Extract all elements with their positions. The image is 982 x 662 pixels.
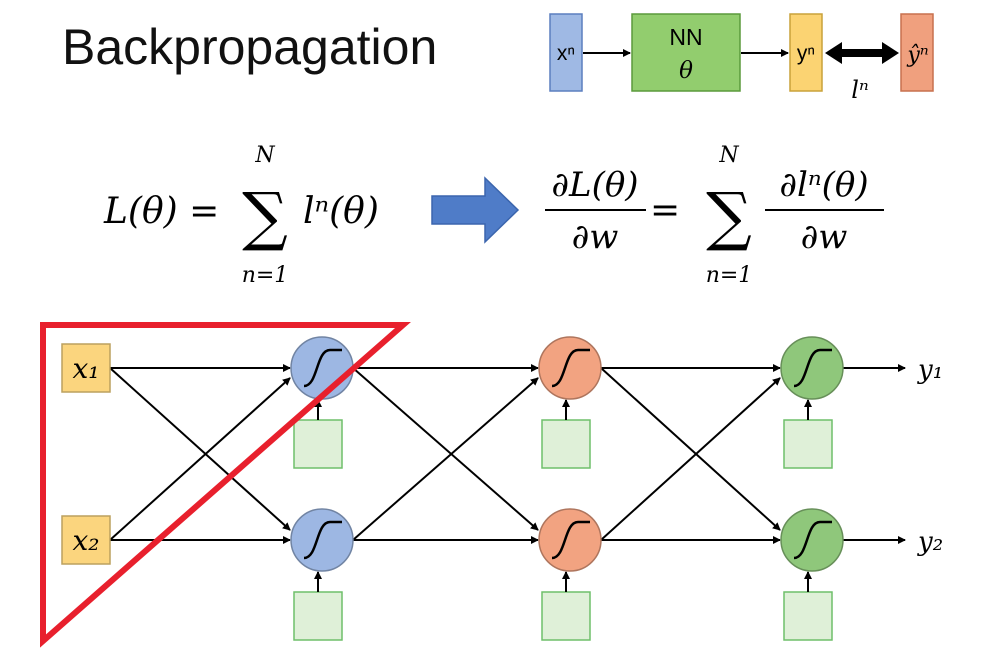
sigmoid-icon [303, 520, 342, 560]
output-box [789, 13, 823, 92]
edge-layer2-to-layer3 [600, 367, 781, 531]
input-node-label: x₁ [72, 352, 99, 385]
target-label: ŷⁿ [906, 43, 928, 68]
loss-double-arrow [825, 42, 899, 64]
grad-term-denominator: ∂w [801, 217, 848, 257]
neuron-layer1 [290, 508, 354, 572]
gradient-equation: ∂L(θ) ∂w = N ∑ n=1 ∂lⁿ(θ) ∂w [545, 143, 884, 288]
grad-denominator: ∂w [572, 217, 619, 257]
neuron-layer3 [780, 508, 844, 572]
grad-equals: = [650, 190, 680, 231]
sigmoid-icon [551, 348, 590, 388]
bias-box [541, 591, 591, 641]
loss-equation: L(θ) = N ∑ n=1 lⁿ(θ) [103, 143, 379, 288]
edge-layer1-to-layer2 [352, 377, 539, 541]
target-box [900, 13, 934, 92]
input-label: xⁿ [557, 42, 575, 65]
neuron-layer1 [290, 336, 354, 400]
page-title: Backpropagation [62, 19, 438, 75]
edge-layer2-to-layer3 [600, 377, 781, 541]
bias-box [783, 419, 833, 469]
grad-numerator: ∂L(θ) [551, 165, 638, 205]
neuron-layer2 [538, 508, 602, 572]
sigmoid-icon [793, 520, 832, 560]
input-box [549, 13, 583, 92]
loss-term: lⁿ(θ) [303, 191, 379, 232]
input-node-box [61, 515, 111, 565]
bias-box [293, 419, 343, 469]
network-nodes: x₁ x₂ y₁ y₂ [61, 336, 943, 641]
sum-upper-limit: N [254, 143, 275, 168]
loss-lhs: L(θ) = [103, 191, 219, 232]
pipeline-diagram: xⁿ NN θ yⁿ lⁿ ŷⁿ [549, 13, 934, 104]
input-node-label: x₂ [72, 524, 99, 557]
output-label: yⁿ [797, 42, 815, 65]
input-node-box [61, 343, 111, 393]
model-box [631, 13, 741, 92]
sum-lower-limit: n=1 [242, 263, 289, 288]
sum-symbol: ∑ [242, 180, 288, 254]
grad-sum-lower: n=1 [706, 263, 753, 288]
grad-term-numerator: ∂lⁿ(θ) [779, 165, 868, 205]
edge-input-to-layer1 [109, 377, 291, 541]
model-param: θ [679, 58, 693, 84]
output-node-label: y₂ [917, 527, 943, 557]
neuron-layer2 [538, 336, 602, 400]
loss-label: lⁿ [851, 76, 868, 104]
grad-sum-symbol: ∑ [706, 180, 752, 254]
bias-box [293, 591, 343, 641]
sigmoid-icon [793, 348, 832, 388]
highlight-triangle [40, 322, 411, 648]
output-node-label: y₁ [917, 355, 943, 385]
sigmoid-icon [551, 520, 590, 560]
bias-box [783, 591, 833, 641]
sigmoid-icon [303, 348, 342, 388]
grad-sum-upper: N [718, 143, 739, 168]
bias-box [541, 419, 591, 469]
implies-arrow [431, 176, 520, 244]
model-label: NN [669, 24, 702, 50]
edge-input-to-layer1 [109, 367, 291, 531]
network-edges [109, 364, 906, 544]
edge-layer1-to-layer2 [352, 367, 539, 531]
neuron-layer3 [780, 336, 844, 400]
